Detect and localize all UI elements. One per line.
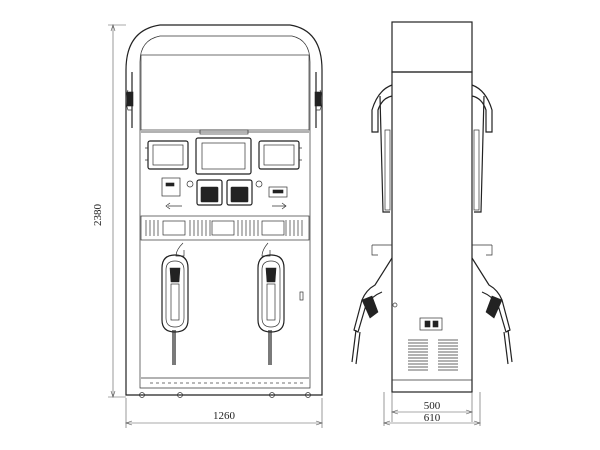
right-nozzle-holder [257,254,285,365]
vent-band [140,215,310,241]
side-right-lower-nozzle [471,257,513,365]
side-screw [392,302,398,308]
side-right-bracket [472,244,493,256]
vent-window-2 [211,220,235,236]
left-nozzle-holder [161,254,189,365]
right-display [258,140,300,170]
left-top-nozzle [125,72,134,128]
side-left-lower-nozzle [351,257,393,365]
right-top-nozzle [314,72,323,128]
side-inner-label: 500 [424,400,441,412]
top-canopy-panel [140,54,310,131]
right-arrow-icon [272,202,287,210]
side-outer-dimension: 610 [383,392,481,426]
keypad-right [226,179,253,206]
right-indicator-icon [255,180,263,188]
left-display [147,140,189,170]
side-canopy [391,21,473,73]
keypad-left [196,179,223,206]
height-dimension: 2380 [92,24,126,398]
front-outer-frame [125,24,323,396]
side-left-bracket [371,244,392,256]
right-hose-hook [261,242,271,257]
vent-slots [145,220,303,236]
front-view [125,24,323,398]
receipt-printer [268,186,288,198]
width-label: 1260 [213,410,236,422]
side-view [351,21,513,393]
side-vents [408,339,458,371]
left-arrow-icon [165,202,182,210]
width-dimension: 1260 [125,398,323,428]
vent-window-3 [261,220,285,236]
main-display [195,137,252,175]
main-display-screen [201,142,246,170]
foot-bolt-4 [305,392,311,398]
vent-window-1 [162,220,186,236]
side-access-panel [419,317,443,331]
foot-bolt-1 [139,392,145,398]
left-indicator-icon [186,180,194,188]
left-hose-hook [175,242,185,257]
foot-bolt-2 [177,392,183,398]
side-right-top-nozzle [471,84,493,213]
card-reader-left [161,177,181,197]
display-top-strip [199,129,249,135]
side-outer-label: 610 [424,412,441,424]
left-display-screen [152,144,184,166]
side-body [391,71,473,393]
side-latch [299,291,304,301]
height-label: 2380 [92,204,104,227]
right-display-screen [263,144,295,166]
side-left-top-nozzle [371,84,393,213]
side-inner-dimension: 500 [391,392,473,422]
foot-bolt-3 [269,392,275,398]
front-inner-frame [139,35,311,389]
